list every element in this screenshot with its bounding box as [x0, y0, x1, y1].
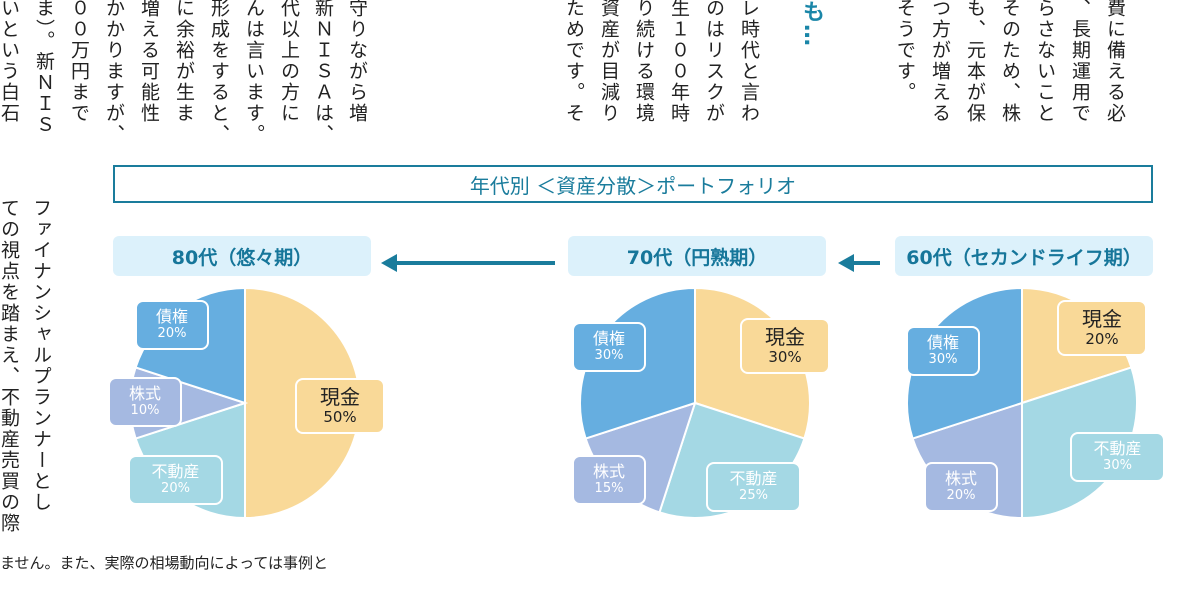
slice-label: 現金 — [1082, 306, 1122, 331]
body-text-column: ま）。新ＮＩＳ — [33, 0, 55, 136]
body-text-column: 費に備える必 — [1104, 0, 1126, 124]
slice-value: 15% — [594, 480, 624, 496]
body-text-column: のはリスクが — [703, 0, 725, 124]
slice-value: 30% — [928, 351, 958, 367]
body-text-column: ００万円まで — [68, 0, 90, 124]
slice-label: 不動産 — [1093, 439, 1142, 459]
slice-label: 債権 — [592, 329, 625, 349]
slice-label: 債権 — [926, 333, 959, 353]
slice-value: 20% — [161, 480, 190, 496]
slice-label: 現金 — [320, 384, 360, 409]
body-text-column: ファイナンシャルプランナーとし — [30, 198, 52, 513]
slice-label: 株式 — [592, 462, 625, 482]
body-text-column: そうです。 — [894, 0, 916, 103]
body-text-column: 守りながら増 — [346, 0, 368, 124]
body-text-column: つ方が増える — [929, 0, 951, 124]
body-text-column: 形成をすると、 — [208, 0, 230, 145]
body-text-column: いという白石 — [0, 0, 20, 124]
body-text-column: レ時代と言わ — [738, 0, 760, 124]
body-text-column: ての視点を踏まえ、不動産売買の際 — [0, 198, 20, 534]
body-text-column: 資産が目減り — [598, 0, 620, 124]
arrow-left-icon — [381, 254, 555, 272]
arrow-left-icon — [838, 254, 880, 272]
body-text-column: に余裕が生ま — [173, 0, 195, 124]
body-text-column: そのため、株 — [999, 0, 1021, 124]
slice-value: 10% — [130, 402, 160, 418]
body-text-column: 増える可能性 — [138, 0, 160, 124]
slice-value: 50% — [323, 407, 357, 426]
body-text-column: かかりますが、 — [103, 0, 125, 145]
section-heading-fragment: も… — [799, 0, 824, 48]
slice-label: 不動産 — [151, 462, 200, 482]
slice-label: 株式 — [944, 469, 977, 489]
body-text-column: 新ＮＩＳＡは、 — [312, 0, 334, 145]
body-text-column: り続ける環境 — [633, 0, 655, 124]
body-text-column: ためです。そ — [563, 0, 585, 124]
slice-value: 30% — [594, 347, 624, 363]
age-header-60: 60代（セカンドライフ期） — [895, 236, 1153, 276]
slice-label: 現金 — [765, 324, 805, 349]
slice-label: 株式 — [128, 384, 161, 404]
age-header-80: 80代（悠々期） — [113, 236, 371, 276]
body-text-column: 代以上の方に — [278, 0, 300, 124]
bottom-text: ません。また、実際の相場動向によっては事例と — [0, 554, 329, 572]
slice-value: 20% — [1085, 329, 1119, 348]
slice-value: 20% — [946, 487, 976, 503]
body-text-column: 生１００年時 — [668, 0, 690, 124]
body-text-column: も、元本が保 — [964, 0, 986, 124]
slice-value: 25% — [739, 487, 768, 503]
age-header-70: 70代（円熟期） — [568, 236, 826, 276]
body-text-column: らさないこと — [1034, 0, 1056, 124]
slice-label: 不動産 — [729, 469, 778, 489]
slice-value: 30% — [1103, 457, 1132, 473]
slice-label: 債権 — [155, 307, 188, 327]
slice-value: 20% — [157, 325, 187, 341]
body-text-column: 、長期運用で — [1069, 0, 1091, 124]
body-text-column: んは言います。 — [243, 0, 265, 145]
figure-title: 年代別 ＜資産分散＞ポートフォリオ — [113, 165, 1153, 203]
slice-value: 30% — [768, 347, 802, 366]
